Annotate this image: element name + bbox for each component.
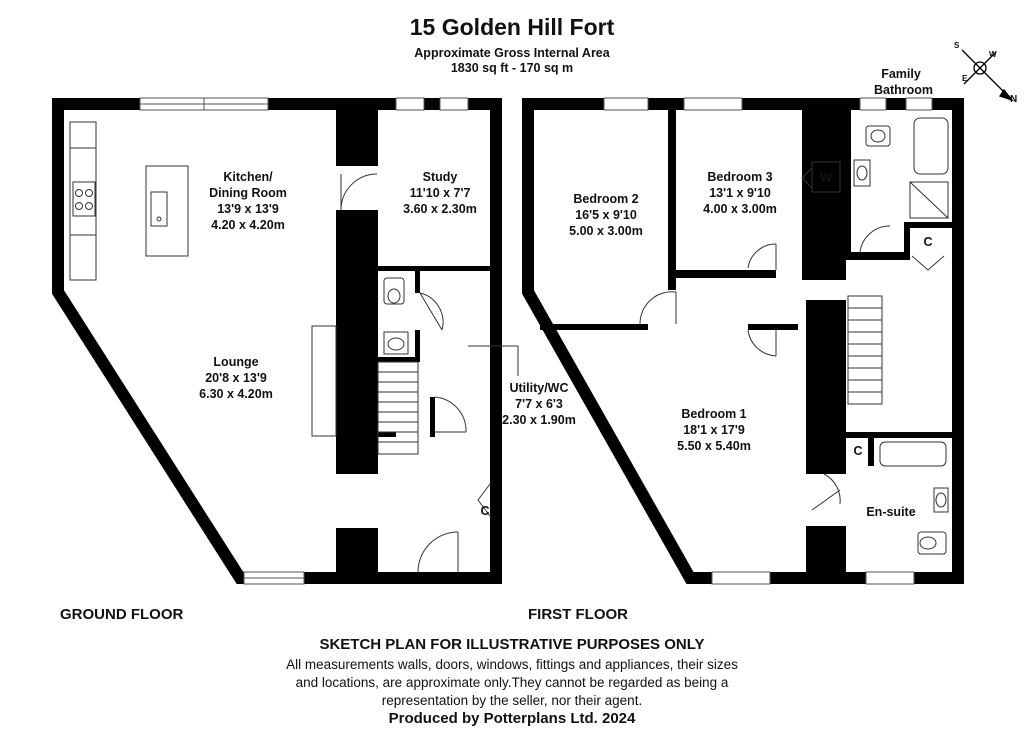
room-family-bathroom: Family Bathroom xyxy=(874,66,934,98)
room-bedroom-2: Bedroom 2 16'5 x 9'10 5.00 x 3.00m xyxy=(548,191,664,239)
compass-s: S xyxy=(954,41,960,50)
room-study-imperial: 11'10 x 7'7 xyxy=(409,186,471,200)
disclaimer-heading: SKETCH PLAN FOR ILLUSTRATIVE PURPOSES ON… xyxy=(319,636,705,653)
first-floor-windows xyxy=(603,97,933,585)
room-bed2-imperial: 16'5 x 9'10 xyxy=(575,208,637,222)
wardrobe-label: W xyxy=(820,171,832,185)
room-study-name: Study xyxy=(422,170,458,184)
room-study-metric: 3.60 x 2.30m xyxy=(403,202,477,216)
room-utility-metric: 2.30 x 1.90m xyxy=(502,413,576,427)
room-bed2-metric: 5.00 x 3.00m xyxy=(569,224,643,238)
compass-n: N xyxy=(1010,94,1018,105)
room-lounge: Lounge 20'8 x 13'9 6.30 x 4.20m xyxy=(176,354,296,402)
room-lounge-metric: 6.30 x 4.20m xyxy=(199,387,273,401)
room-bathroom-name2: Bathroom xyxy=(874,83,934,97)
room-bed3-metric: 4.00 x 3.00m xyxy=(703,202,777,216)
room-utility-imperial: 7'7 x 6'3 xyxy=(515,397,563,411)
room-bed2-name: Bedroom 2 xyxy=(573,192,639,206)
room-lounge-imperial: 20'8 x 13'9 xyxy=(205,371,267,385)
room-bed1-name: Bedroom 1 xyxy=(681,407,747,421)
room-bed1-metric: 5.50 x 5.40m xyxy=(677,439,751,453)
room-kitchen: Kitchen/ Dining Room 13'9 x 13'9 4.20 x … xyxy=(186,169,310,233)
room-bed3-name: Bedroom 3 xyxy=(707,170,773,184)
bathroom-cupboard-label: C xyxy=(923,235,933,249)
room-utility-name: Utility/WC xyxy=(509,381,569,395)
room-ensuite: En-suite xyxy=(866,505,916,519)
room-kitchen-metric: 4.20 x 4.20m xyxy=(211,218,285,232)
compass-w: W xyxy=(989,50,997,59)
room-lounge-name: Lounge xyxy=(213,355,259,369)
room-bed1-imperial: 18'1 x 17'9 xyxy=(683,423,745,437)
room-bed3-imperial: 13'1 x 9'10 xyxy=(709,186,771,200)
ground-floor-label: GROUND FLOOR xyxy=(60,606,184,623)
area-value: 1830 sq ft - 170 sq m xyxy=(450,61,574,75)
room-bedroom-3: Bedroom 3 13'1 x 9'10 4.00 x 3.00m xyxy=(682,169,798,217)
room-kitchen-name2: Dining Room xyxy=(209,186,287,200)
first-floor-label: FIRST FLOOR xyxy=(528,606,628,623)
ground-floor-internal-walls xyxy=(336,110,496,574)
room-kitchen-imperial: 13'9 x 13'9 xyxy=(217,202,279,216)
room-kitchen-name1: Kitchen/ xyxy=(223,170,273,184)
ground-floor-fittings xyxy=(69,121,519,573)
compass-rose xyxy=(961,49,1014,102)
ground-floor-windows xyxy=(139,97,469,585)
plan-title: 15 Golden Hill Fort xyxy=(409,14,615,40)
area-label: Approximate Gross Internal Area xyxy=(414,46,610,60)
first-floor-internal-walls xyxy=(540,110,952,574)
disclaimer-line-2: and locations, are approximate only.They… xyxy=(295,675,729,690)
ground-cupboard-label: C xyxy=(480,504,490,518)
first-floor-fittings xyxy=(639,117,949,555)
compass-e: E xyxy=(962,74,968,83)
room-bathroom-name1: Family xyxy=(881,67,921,81)
producer-credit: Produced by Potterplans Ltd. 2024 xyxy=(388,710,636,727)
ensuite-cupboard-label: C xyxy=(853,444,863,458)
disclaimer-line-1: All measurements walls, doors, windows, … xyxy=(286,657,738,672)
room-bedroom-1: Bedroom 1 18'1 x 17'9 5.50 x 5.40m xyxy=(656,406,772,454)
room-utility: Utility/WC 7'7 x 6'3 2.30 x 1.90m xyxy=(484,380,594,428)
disclaimer-line-3: representation by the seller, nor their … xyxy=(381,693,643,708)
room-study: Study 11'10 x 7'7 3.60 x 2.30m xyxy=(380,169,500,217)
